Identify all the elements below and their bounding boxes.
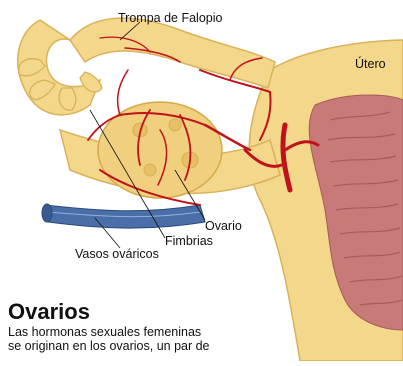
label-ovarian-vessels: Vasos ováricos [75,247,159,261]
label-fimbriae: Fimbrias [165,234,213,248]
caption-title: Ovarios [8,300,90,324]
label-fallopian-tube: Trompa de Falopio [118,11,222,25]
label-uterus: Útero [355,57,386,71]
ovarian-vessels [42,204,205,228]
caption-text: Las hormonas sexuales femeninas se origi… [8,325,308,353]
caption-line-2: se originan en los ovarios, un par de [8,339,308,353]
label-ovary: Ovario [205,219,242,233]
caption-line-1: Las hormonas sexuales femeninas [8,325,308,339]
fallopian-tube [70,18,275,88]
